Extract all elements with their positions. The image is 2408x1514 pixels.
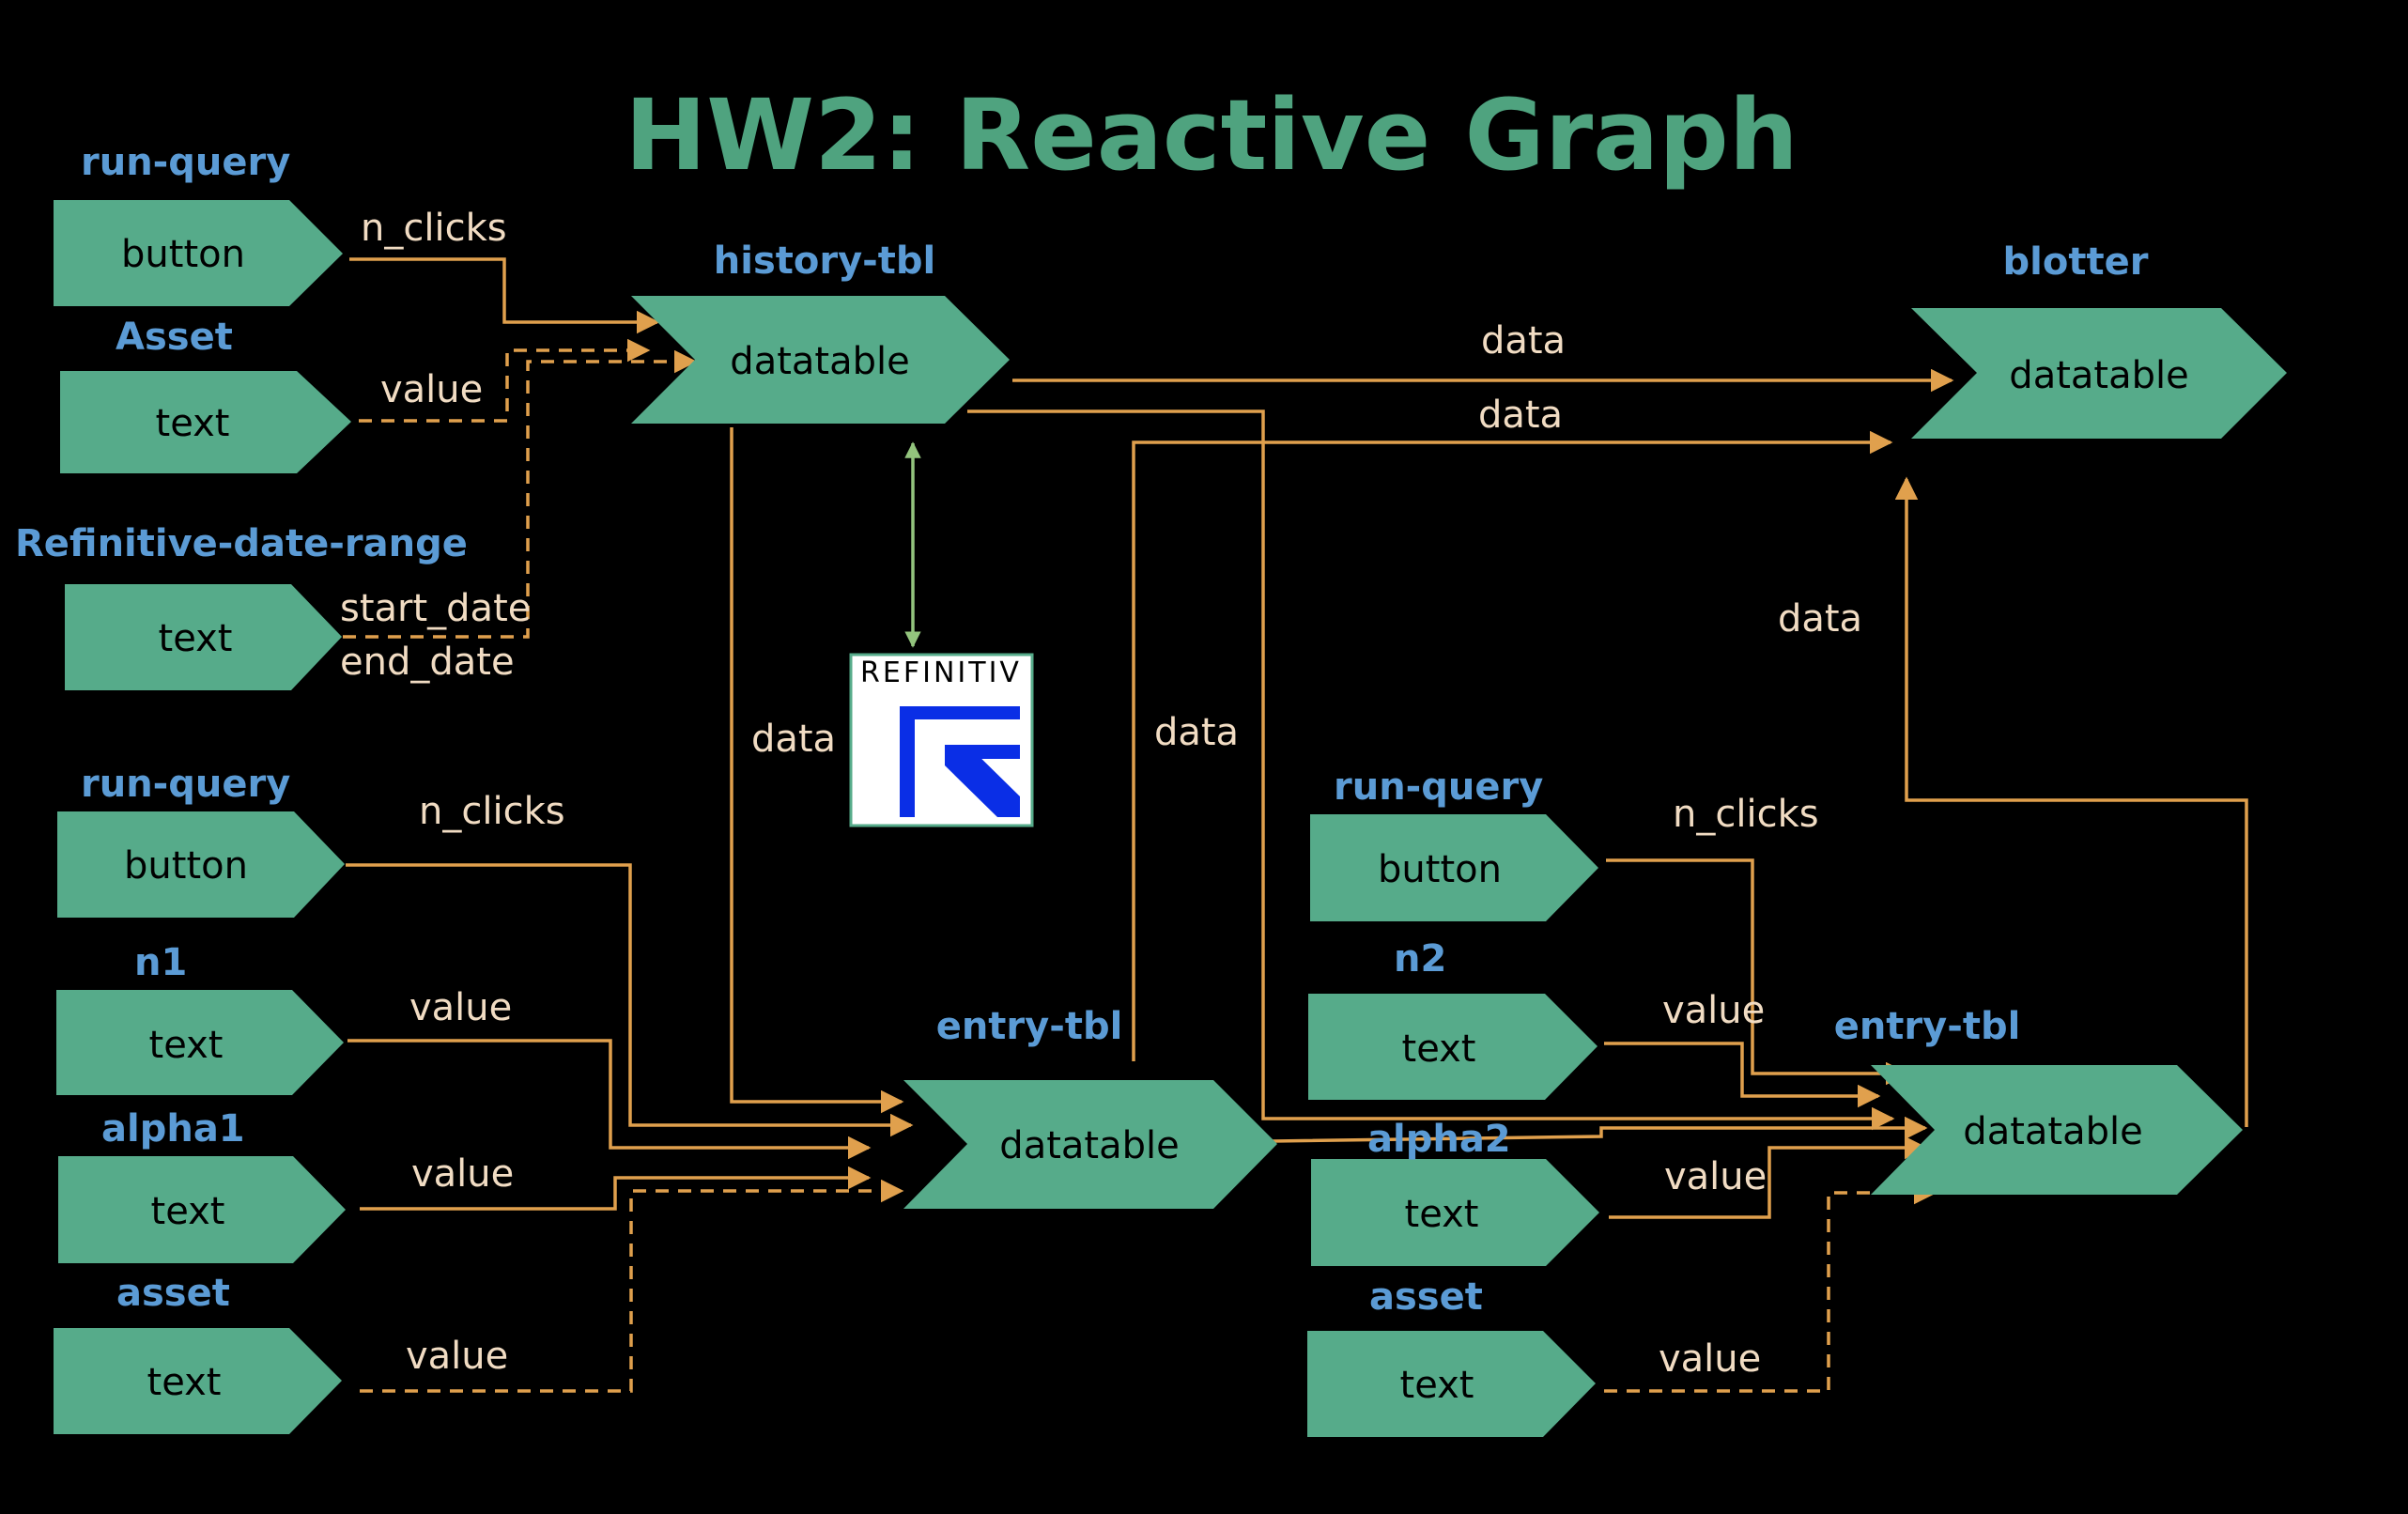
edge-n1-entry1 <box>347 1039 872 1160</box>
node-id-run-query: run-query <box>81 763 290 806</box>
node-asset-text: text <box>1307 1331 1596 1437</box>
node-id-history-tbl: history-tbl <box>714 239 935 283</box>
refinitiv-logo-text: REFINITIV <box>860 657 1022 689</box>
node-type-label: datatable <box>1963 1110 2142 1153</box>
node-blotter-datatable: datatable <box>1911 308 2287 439</box>
edge-date-range-history <box>343 349 698 639</box>
node-type-label: text <box>156 402 230 445</box>
page-title: HW2: Reactive Graph <box>625 78 1798 193</box>
node-type-label: datatable <box>999 1124 1179 1167</box>
edge-label-n-clicks: n_clicks <box>1673 793 1819 836</box>
edge-label-value: value <box>380 368 483 411</box>
edge-label-data: data <box>1154 711 1239 754</box>
node-asset-text: text <box>60 371 351 473</box>
node-type-label: button <box>121 233 245 276</box>
node-type-label: datatable <box>730 340 909 383</box>
node-type-label: button <box>124 844 248 888</box>
edge-n2-entry2 <box>1604 1042 1881 1108</box>
node-id-n2: n2 <box>1394 937 1446 981</box>
node-id-n1: n1 <box>134 941 187 984</box>
node-type-label: text <box>1405 1193 1479 1236</box>
node-id-alpha2: alpha2 <box>1367 1118 1511 1161</box>
node-type-label: datatable <box>2009 354 2188 397</box>
node-id-asset: Asset <box>116 316 233 359</box>
node-type-label: button <box>1378 848 1502 891</box>
node-type-label: text <box>147 1361 222 1404</box>
edge-label-value: value <box>1659 1337 1761 1381</box>
edge-label-data: data <box>1481 319 1566 363</box>
edge-alpha2-entry2 <box>1609 1136 1928 1219</box>
edge-label-value: value <box>411 1152 514 1196</box>
edge-label-end-date: end_date <box>340 641 515 684</box>
edge-run-query-history <box>349 257 660 334</box>
edge-history-entry2 <box>967 409 1895 1131</box>
edge-history-entry1 <box>730 427 904 1114</box>
edge-label-value: value <box>409 986 512 1029</box>
edge-entry1-blotter <box>1132 430 1893 1061</box>
node-asset-text: text <box>54 1328 342 1434</box>
node-n2-text: text <box>1308 994 1598 1100</box>
edge-label-value: value <box>1664 1155 1767 1198</box>
node-id-asset: asset <box>116 1272 230 1315</box>
node-id-run-query: run-query <box>1334 765 1543 809</box>
node-alpha2-text: text <box>1311 1159 1599 1266</box>
node-history-tbl-datatable: datatable <box>631 296 1010 424</box>
node-type-label: text <box>151 1190 225 1233</box>
node-id-date-range: Refinitive-date-range <box>15 522 468 565</box>
edge-label-value: value <box>406 1335 508 1378</box>
refinitiv-logo-icon: REFINITIV <box>849 653 1034 827</box>
node-id-entry-tbl: entry-tbl <box>1834 1005 2021 1048</box>
node-id-entry-tbl: entry-tbl <box>936 1005 1123 1048</box>
edge-label-value: value <box>1662 989 1765 1032</box>
node-id-run-query: run-query <box>81 141 290 184</box>
edge-label-n-clicks: n_clicks <box>419 790 565 833</box>
node-id-blotter: blotter <box>2003 240 2149 284</box>
node-run-query-button: button <box>57 811 345 918</box>
edge-label-data: data <box>751 718 836 761</box>
edge-label-n-clicks: n_clicks <box>361 207 507 250</box>
node-date-range-text: text <box>65 584 342 690</box>
node-run-query-button: button <box>1310 814 1598 921</box>
edge-entry1-entry2 <box>1272 1116 1928 1143</box>
edge-label-data: data <box>1778 597 1862 641</box>
edge-alpha1-entry1 <box>360 1166 872 1211</box>
node-type-label: text <box>149 1024 224 1067</box>
node-type-label: text <box>159 617 233 660</box>
node-id-alpha1: alpha1 <box>101 1107 245 1151</box>
node-entry-tbl-datatable: datatable <box>903 1080 1277 1209</box>
node-run-query-button: button <box>54 200 343 306</box>
edge-asset-history <box>359 338 651 423</box>
edge-label-start-date: start_date <box>340 587 531 630</box>
node-id-asset: asset <box>1369 1275 1483 1319</box>
edge-asset3-entry2 <box>1604 1181 1937 1393</box>
edge-entry2-blotter <box>1894 476 2248 1127</box>
edge-run-query3-entry2 <box>1606 858 1909 1086</box>
node-type-label: text <box>1402 1027 1476 1071</box>
node-type-label: text <box>1400 1364 1474 1407</box>
node-entry-tbl-datatable: datatable <box>1871 1065 2243 1195</box>
edge-label-data: data <box>1478 394 1563 437</box>
edge-run-query2-entry1 <box>346 863 914 1137</box>
node-n1-text: text <box>56 990 344 1095</box>
node-alpha1-text: text <box>58 1156 346 1263</box>
edge-asset2-entry1 <box>360 1179 904 1393</box>
